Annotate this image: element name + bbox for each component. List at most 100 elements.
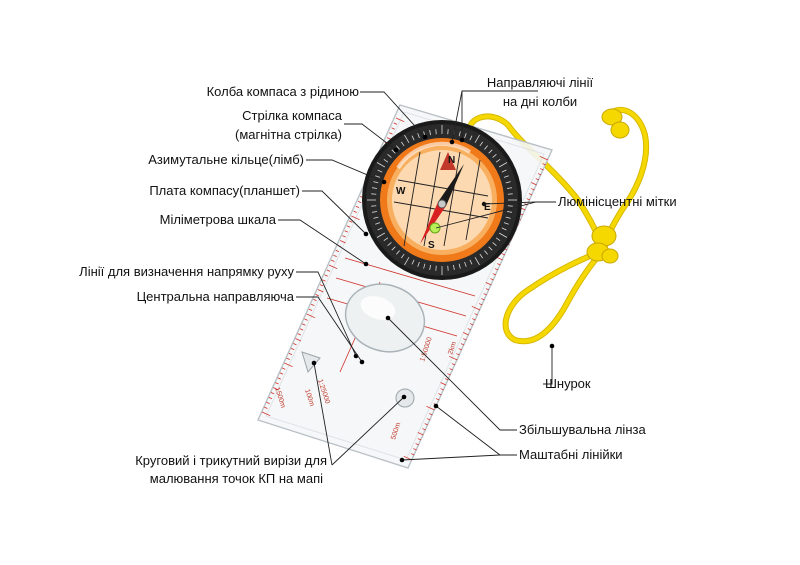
ruler-tick xyxy=(331,259,335,262)
label-mm-scale: Міліметрова шкала xyxy=(160,212,277,227)
ruler-tick xyxy=(410,453,415,456)
bezel-tick xyxy=(492,242,497,246)
dist-print-2km: 2km xyxy=(447,341,458,356)
leader-needle xyxy=(344,123,397,151)
leader-mm-scale xyxy=(278,219,367,265)
ruler-tick xyxy=(346,225,351,228)
ruler-tick xyxy=(293,343,297,346)
bezel-tick xyxy=(396,145,400,150)
ruler-tick xyxy=(447,373,451,376)
bezel-tick xyxy=(383,237,389,242)
ruler-tick xyxy=(306,313,316,319)
leader-rulers-2 xyxy=(401,454,501,461)
label-lens: Збільшувальна лінза xyxy=(519,422,646,437)
ruler-tick xyxy=(270,392,275,395)
ruler-tick xyxy=(295,338,302,342)
label-flask: Колба компаса з рідиною xyxy=(207,84,360,99)
label-cord: Шнурок xyxy=(545,376,591,391)
ruler-tick xyxy=(281,367,286,370)
ruler-tick xyxy=(340,240,346,244)
ruler-tick xyxy=(417,432,424,436)
ruler-tick xyxy=(471,305,481,311)
ruler-tick xyxy=(469,323,474,326)
label-needle-line1: Стрілка компаса xyxy=(242,108,343,123)
ruler-tick xyxy=(308,308,313,311)
bezel-tick xyxy=(423,263,426,269)
ruler-tick xyxy=(528,193,533,196)
orienting-lines xyxy=(393,151,489,247)
ruler-tick xyxy=(478,303,483,306)
leader-cutout-triangle xyxy=(313,362,333,466)
bezel-tick xyxy=(400,141,405,147)
ruler-tick xyxy=(268,396,273,400)
bezel-tick xyxy=(492,154,497,158)
bezel-tick xyxy=(372,187,378,189)
label-needle-line2: (магнітна стрілка) xyxy=(235,127,342,142)
ruler-tick xyxy=(472,318,476,321)
ruler-tick xyxy=(463,332,469,336)
bezel-tick xyxy=(417,261,420,267)
bezel-tick xyxy=(503,175,509,178)
bezel-tick xyxy=(429,264,431,270)
bezel-tick xyxy=(387,154,392,158)
label-cutouts-line1: Круговий і трикутний вирізи для xyxy=(135,453,327,468)
ruler-tick xyxy=(261,411,271,417)
bezel-tick xyxy=(373,181,379,184)
ruler-tick xyxy=(531,182,537,186)
bezel-tick xyxy=(503,222,509,225)
ruler-tick xyxy=(492,273,497,276)
ruler-tick xyxy=(440,382,447,386)
ruler-tick xyxy=(444,378,449,381)
ruler-tick xyxy=(342,235,346,238)
bezel-tick xyxy=(375,175,381,178)
leader-lines xyxy=(278,90,556,466)
leader-luminous-2 xyxy=(435,201,537,229)
label-direction-lines: Лінії для визначення напрямку руху xyxy=(79,264,294,279)
bezel-ticks xyxy=(367,125,517,275)
ruler-tick xyxy=(284,362,293,368)
orienting-arrow xyxy=(440,152,456,170)
bezel-tick xyxy=(453,264,455,270)
ruler-tick xyxy=(440,388,444,391)
bezel-tick xyxy=(469,259,473,265)
ruler-tick xyxy=(299,328,304,331)
bezel-tick xyxy=(479,253,484,259)
ruler-tick xyxy=(324,274,328,277)
bezel-tick xyxy=(505,216,511,219)
ruler-tick xyxy=(540,168,544,171)
ruler-tick xyxy=(542,163,546,166)
bezel-tick xyxy=(484,250,488,255)
ruler-tick xyxy=(393,122,398,125)
bezel-tick xyxy=(506,211,512,213)
bezel-tick xyxy=(458,131,461,137)
ruler-tick xyxy=(279,372,284,375)
card-w: W xyxy=(396,186,406,197)
ruler-tick xyxy=(467,328,472,331)
leader-orienting-lines-2 xyxy=(451,90,463,143)
card-n: N xyxy=(448,155,455,166)
ruler-tick xyxy=(417,438,422,441)
leader-cutout-circle xyxy=(331,396,405,466)
bezel-tick xyxy=(404,256,410,266)
bezel-tick xyxy=(505,181,511,184)
bezel-tick xyxy=(429,130,431,136)
label-orienting-line2: на дні колби xyxy=(503,94,577,109)
bezel-tick xyxy=(375,222,381,225)
bezel-tick xyxy=(391,246,396,251)
ruler-tick xyxy=(535,178,540,181)
bezel-tick xyxy=(474,256,480,266)
ruler-tick xyxy=(460,343,465,346)
ruler-tick xyxy=(266,401,270,404)
ruler-tick xyxy=(328,264,338,270)
ruler-tick xyxy=(413,448,417,451)
ruler-tick xyxy=(485,282,492,286)
ruler-tick xyxy=(348,220,353,223)
ruler-tick xyxy=(422,428,426,431)
ruler-tick xyxy=(315,294,319,297)
leader-flask xyxy=(360,91,426,138)
bezel-tick xyxy=(376,162,386,168)
bezel-tick xyxy=(501,227,507,231)
ruler-tick xyxy=(310,303,315,306)
ruler-tick xyxy=(429,413,433,416)
